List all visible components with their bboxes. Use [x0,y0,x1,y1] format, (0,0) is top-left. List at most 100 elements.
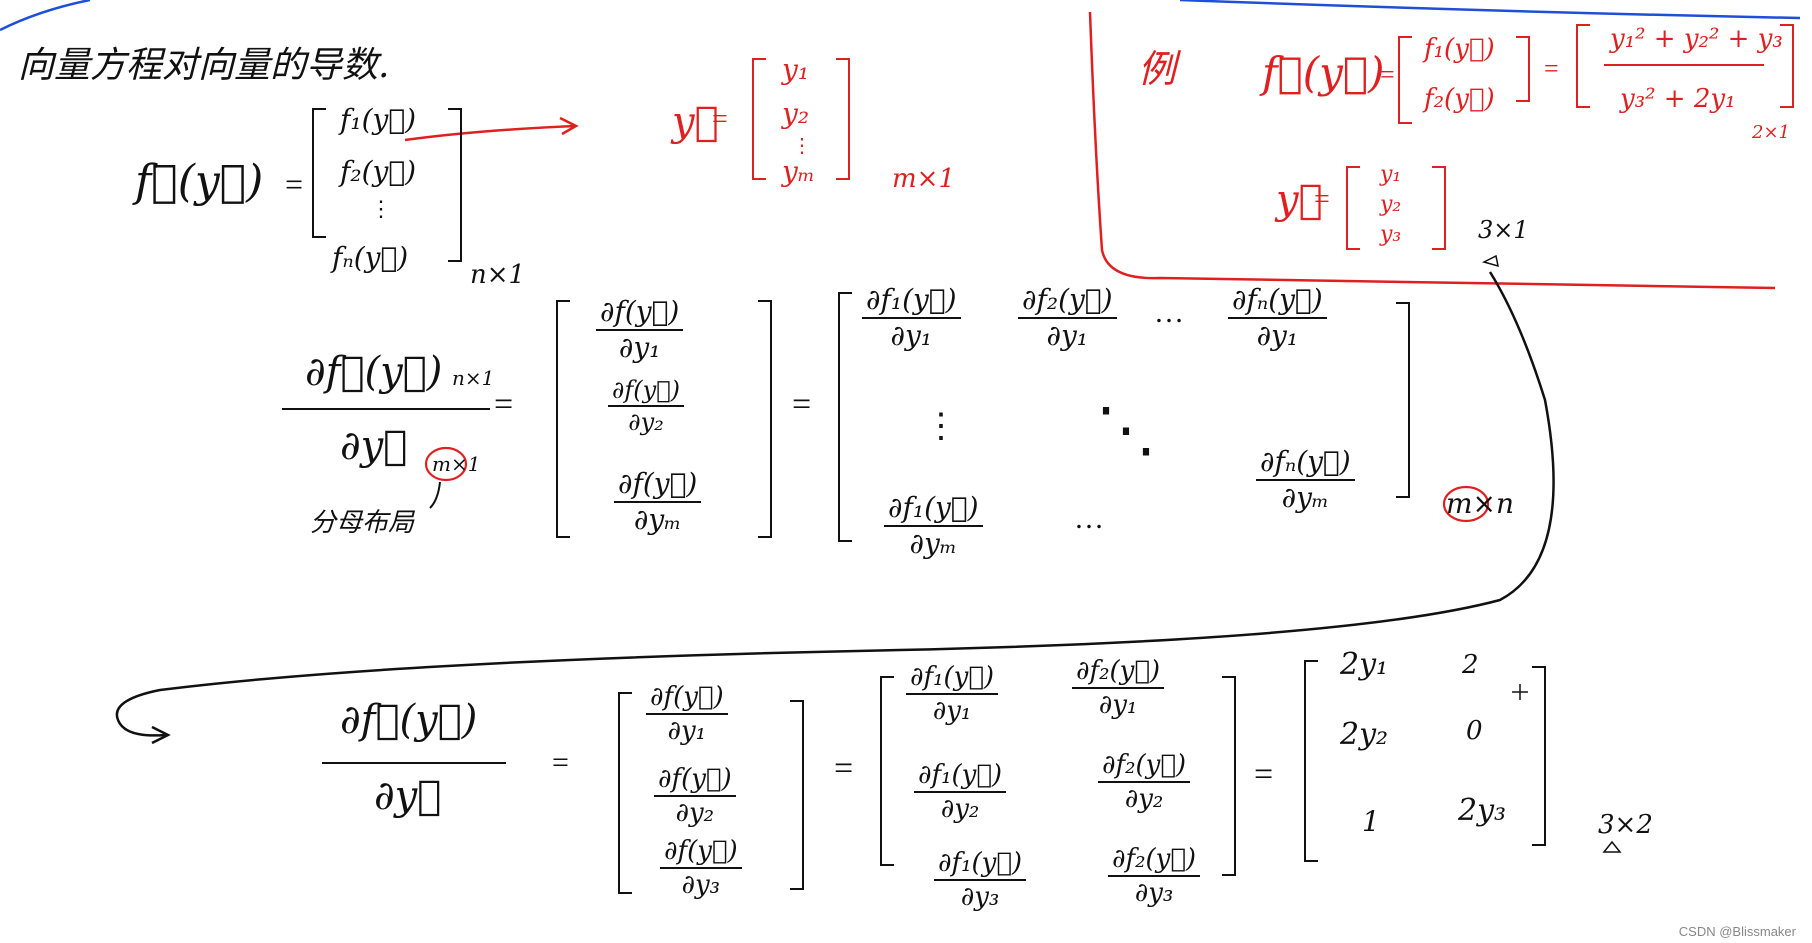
gen-layout-note: 分母布局 [310,508,415,538]
y-bracket-left [752,58,766,180]
work-lhs-den: ∂y⃗ [374,773,442,819]
delta-mark-1 [1481,254,1499,268]
y-entry-1: y₁ [782,53,810,86]
example-y-entry-2: y₂ [1380,192,1402,217]
result-bracket-left [1304,660,1318,862]
example-lhs: f⃗(y⃗) [1262,48,1385,97]
work-col-1: ∂f(y⃗)∂y₁ [646,684,728,744]
example-comp-bracket-left [1576,24,1590,108]
work-g31: ∂f₁(y⃗)∂y₃ [934,850,1027,910]
y-eq: = [712,104,728,135]
result-12: 2 [1462,650,1479,680]
work-col-3: ∂f(y⃗)∂y₃ [660,838,742,898]
gen-lhs-num-sub: n×1 [452,366,495,390]
def-bracket-right [448,108,462,262]
blue-stroke-left [0,0,91,32]
gen-mat-bracket-left [838,292,852,542]
gen-col-3: ∂f(y⃗)∂yₘ [614,470,702,534]
gen-col-2: ∂f(y⃗)∂y₂ [608,378,684,434]
gen-mm1: ∂f₁(y⃗)∂yₘ [884,494,983,558]
gen-lhs-divider [282,408,490,410]
connector-curve [115,271,1555,737]
work-grid-bracket-left [880,676,894,866]
def-entry-1: f₁(y⃗) [340,103,417,136]
note-title: 向量方程对向量的导数. [18,45,390,86]
y-size: m×1 [892,164,955,194]
work-g22: ∂f₂(y⃗)∂y₂ [1098,752,1191,812]
arrow-to-y-definition [404,124,576,142]
work-col-bracket-left [618,692,632,894]
result-21: 2y₂ [1340,717,1389,752]
example-y-entry-3: y₃ [1380,222,1402,247]
circle-m-size [1442,485,1490,523]
example-comp-2: y₃² + 2y₁ [1620,84,1736,114]
gen-vdots: ⋮ [924,408,958,445]
example-bracket-left [1398,36,1412,124]
gen-lhs-den-sub: m×1 [432,452,481,476]
gen-m12: ∂f₂(y⃗)∂y₁ [1018,286,1117,350]
example-y-entry-1: y₁ [1380,162,1402,187]
example-eq-1: = [1380,60,1395,89]
example-eq-2: = [1544,54,1559,83]
work-eq-1: = [552,746,569,779]
example-box-stroke [1088,11,1776,290]
result-bracket-right [1532,666,1546,846]
example-comp-bracket-right [1780,24,1794,108]
work-g12: ∂f₂(y⃗)∂y₁ [1072,658,1165,718]
work-g21: ∂f₁(y⃗)∂y₂ [914,762,1007,822]
example-bracket-right [1516,36,1530,102]
example-y-bracket-right [1432,166,1446,250]
gen-col-bracket-right [758,300,772,538]
result-size: 3×2 [1598,810,1653,840]
example-comp-1: y₁² + y₂² + y₃ [1610,24,1783,54]
def-size: n×1 [470,260,526,290]
y-entry-2: y₂ [782,97,810,130]
gen-mat-bracket-right [1396,302,1410,498]
example-entry-1: f₁(y⃗) [1424,34,1495,64]
work-eq-3: = [1254,756,1274,793]
circle-m-den [424,446,468,482]
watermark: CSDN @Blissmaker [1678,924,1796,939]
gen-col-bracket-left [556,300,570,538]
gen-hdots-bottom: … [1074,502,1104,535]
gen-eq-2: = [792,386,812,423]
def-bracket-left [312,108,326,238]
work-col-2: ∂f(y⃗)∂y₂ [654,766,736,826]
def-entry-3: ⋮ [370,196,392,221]
example-size: 2×1 [1752,122,1790,143]
work-grid-bracket-right [1222,676,1236,876]
gen-hdots-top: … [1154,296,1184,329]
example-y-lhs: y⃗ [1276,177,1323,223]
y-bracket-right [836,58,850,180]
example-y-bracket-left [1346,166,1360,250]
work-lhs-divider [322,762,506,764]
work-lhs-num: ∂f⃗(y⃗) [340,697,478,743]
gen-mmn: ∂fₙ(y⃗)∂yₘ [1256,448,1355,512]
y-lhs: y⃗ [672,99,719,145]
gen-lhs-num: ∂f⃗(y⃗) [305,349,443,395]
example-label: 例 [1138,47,1177,91]
gen-m11: ∂f₁(y⃗)∂y₁ [862,286,961,350]
result-22: 0 [1466,716,1483,746]
work-col-bracket-right [790,700,804,890]
result-11: 2y₁ [1340,647,1389,682]
y-entry-3: ⋮ [792,135,812,157]
blue-stroke-right [1179,0,1801,20]
def-lhs: f⃗(y⃗) [135,156,264,207]
work-g32: ∂f₂(y⃗)∂y₃ [1108,846,1201,906]
def-eq: = [285,166,304,202]
gen-m1n: ∂fₙ(y⃗)∂y₁ [1228,286,1327,350]
work-g11: ∂f₁(y⃗)∂y₁ [906,664,999,724]
gen-size: m×n [1446,487,1515,520]
example-divider [1604,64,1764,66]
example-entry-2: f₂(y⃗) [1424,84,1495,114]
gen-lhs-den: ∂y⃗ [340,423,408,469]
example-y-eq: = [1314,184,1330,215]
def-entry-4: fₙ(y⃗) [332,241,409,274]
work-eq-2: = [834,750,854,787]
gen-col-1: ∂f(y⃗)∂y₁ [596,298,684,362]
cursor-crosshair-icon [1512,684,1528,700]
gen-ddots: ⋱ [1096,397,1156,463]
gen-eq-1: = [494,386,514,423]
